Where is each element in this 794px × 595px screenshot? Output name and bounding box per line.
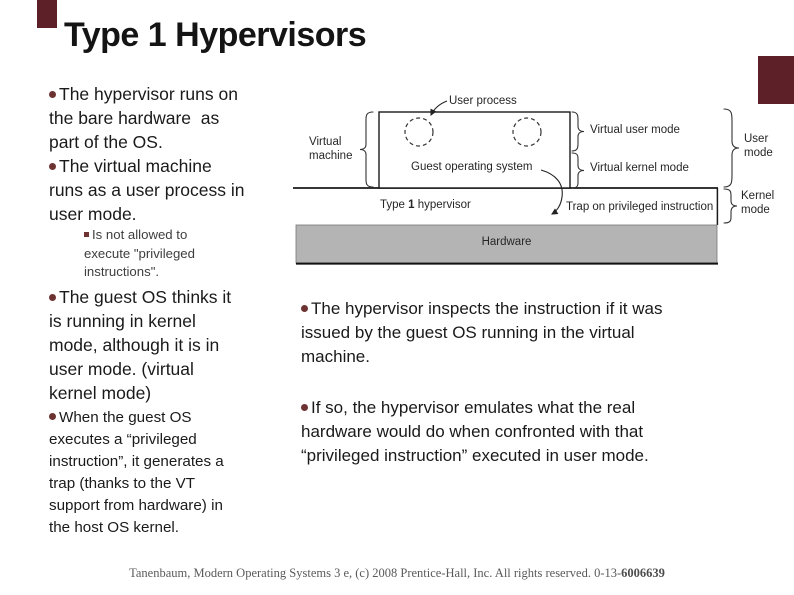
bullet-item: The hypervisor inspects the instruction …	[301, 297, 781, 369]
trap-label: Trap on privileged instruction	[566, 201, 714, 213]
user-process-label: User process	[449, 95, 517, 107]
right-bullet-column: The hypervisor inspects the instruction …	[301, 297, 781, 468]
bullet-icon	[49, 162, 56, 170]
bullet-icon	[49, 293, 56, 301]
bullet-text: The guest OS thinks it is running in ker…	[49, 286, 232, 403]
user-mode-brace	[723, 108, 740, 188]
bullet-text: The virtual machine runs as a user proce…	[49, 156, 245, 224]
hypervisor-label-post: hypervisor	[414, 199, 471, 211]
virtual-kernel-mode-label: Virtual kernel mode	[590, 162, 689, 174]
virtual-machine-brace	[359, 111, 374, 188]
bullet-icon	[49, 413, 56, 421]
diagram-figure	[293, 100, 740, 265]
hypervisor-label-pre: Type	[380, 199, 409, 211]
bullet-icon	[49, 90, 56, 98]
type1-hypervisor-diagram: User process Virtual machine Guest opera…	[285, 85, 794, 270]
page-title: Type 1 Hypervisors	[64, 16, 367, 54]
footer-isbn-bold: 6006639	[621, 566, 665, 580]
footer-text: Tanenbaum, Modern Operating Systems 3 e,…	[129, 566, 622, 580]
virtual-machine-label: Virtual machine	[309, 136, 353, 162]
bullet-icon	[301, 404, 308, 412]
bullet-item: If so, the hypervisor emulates what the …	[301, 396, 781, 468]
hypervisor-label-bold: 1	[408, 199, 415, 211]
hardware-label: Hardware	[481, 236, 532, 248]
user-mode-label: User mode	[744, 133, 773, 159]
bullet-text: Is not allowed to execute "privileged in…	[84, 227, 195, 280]
decoration-square-top-left	[37, 0, 57, 28]
footer-citation: Tanenbaum, Modern Operating Systems 3 e,…	[0, 566, 794, 581]
decoration-rect-right	[758, 56, 794, 104]
bullet-item: The hypervisor runs on the bare hardware…	[49, 82, 313, 154]
type1-hypervisor-label: Type 1 hypervisor	[380, 199, 471, 212]
trap-arrow	[540, 169, 563, 215]
virtual-user-mode-brace	[571, 111, 585, 152]
virtual-machine-box	[378, 111, 571, 189]
bullet-item: When the guest OS executes a “privileged…	[49, 407, 313, 539]
bullet-text: When the guest OS executes a “privileged…	[49, 408, 224, 536]
kernel-mode-brace	[723, 188, 738, 224]
bullet-text: If so, the hypervisor emulates what the …	[301, 398, 649, 465]
hardware-box	[295, 224, 718, 264]
guest-os-label: Guest operating system	[411, 161, 533, 173]
user-process-circle	[512, 117, 542, 147]
kernel-mode-label: Kernel mode	[741, 190, 775, 216]
sub-bullet-icon	[84, 231, 89, 237]
left-bullet-column: The hypervisor runs on the bare hardware…	[49, 82, 313, 539]
sub-bullet-item: Is not allowed to execute "privileged in…	[49, 226, 313, 282]
virtual-user-mode-label: Virtual user mode	[590, 124, 680, 136]
bullet-text: The hypervisor inspects the instruction …	[301, 299, 663, 366]
bullet-icon	[301, 305, 308, 313]
user-process-arrow	[430, 100, 448, 116]
bullet-item: The virtual machine runs as a user proce…	[49, 154, 313, 226]
bullet-text: The hypervisor runs on the bare hardware…	[49, 84, 238, 152]
bullet-item: The guest OS thinks it is running in ker…	[49, 285, 313, 405]
user-process-circle	[404, 117, 434, 147]
virtual-kernel-mode-brace	[571, 152, 585, 189]
